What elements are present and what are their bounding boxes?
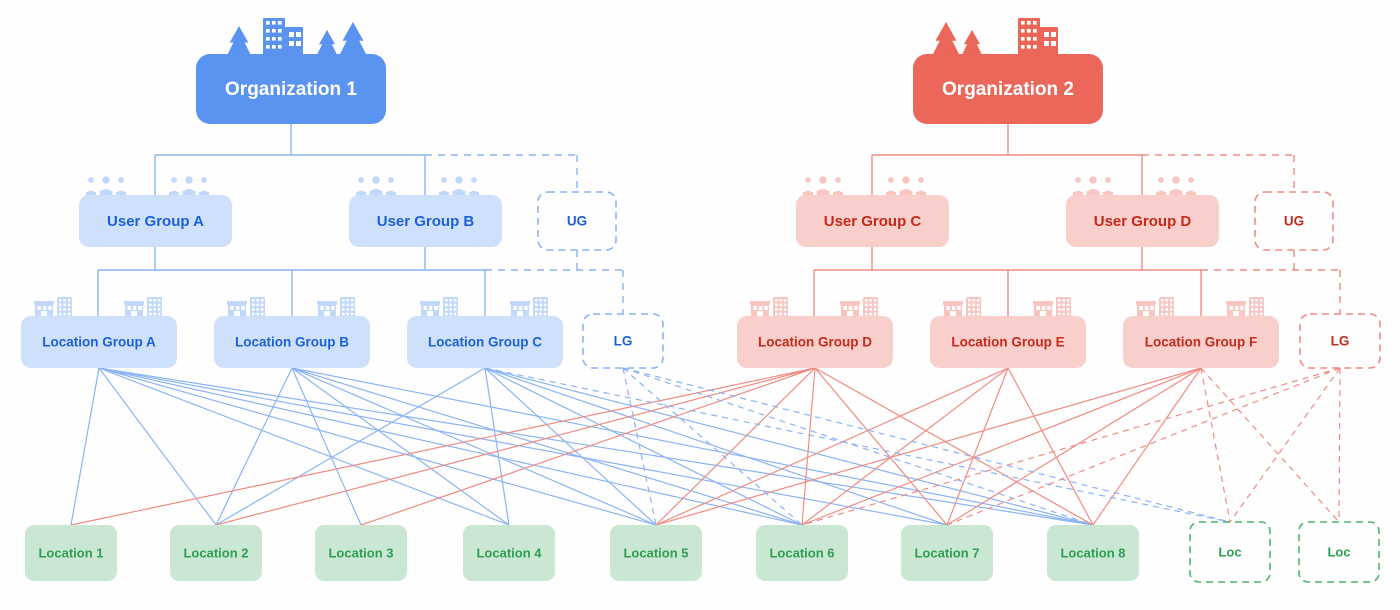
group-placeholder-node[interactable]: LG xyxy=(1299,313,1381,369)
location-node[interactable]: Location 6 xyxy=(756,525,848,581)
tree-edges-layer xyxy=(97,124,1341,316)
people-group-icon xyxy=(86,176,209,197)
buildings-icon xyxy=(943,297,1071,317)
user-group-node[interactable]: User Group A xyxy=(79,176,232,247)
people-group-icon xyxy=(803,176,926,197)
tree-blue xyxy=(97,124,624,316)
user-group-label: User Group C xyxy=(824,213,922,230)
buildings-icon xyxy=(420,297,548,317)
user-group-node[interactable]: User Group C xyxy=(796,176,949,247)
location-label: Location 8 xyxy=(1060,545,1125,560)
nodes-layer: Organization 1 Organization 2 User Group A… xyxy=(21,18,1381,583)
location-group-node[interactable]: Location Group F xyxy=(1123,297,1279,368)
location-node[interactable]: Location 5 xyxy=(610,525,702,581)
people-group-icon xyxy=(1073,176,1196,197)
buildings-icon xyxy=(34,297,162,317)
location-group-node[interactable]: Location Group B xyxy=(214,297,370,368)
location-group-label: Location Group B xyxy=(235,335,349,350)
location-label: Location 1 xyxy=(38,545,103,560)
city-skyline-icon xyxy=(227,18,367,56)
edges xyxy=(70,367,1202,526)
buildings-icon xyxy=(750,297,878,317)
location-group-node[interactable]: Location Group A xyxy=(21,297,177,368)
location-label: Location 6 xyxy=(769,545,834,560)
location-node[interactable]: Location 2 xyxy=(170,525,262,581)
location-node[interactable]: Location 1 xyxy=(25,525,117,581)
group-placeholder-node[interactable]: UG xyxy=(1254,191,1334,251)
user-group-label: User Group B xyxy=(377,213,475,230)
tree-red xyxy=(813,124,1341,316)
location-label: Location 3 xyxy=(328,545,393,560)
group-placeholder-label: LG xyxy=(614,334,633,349)
location-group-node[interactable]: Location Group C xyxy=(407,297,563,368)
location-placeholder-node[interactable]: Loc xyxy=(1298,521,1380,583)
organization-label: Organization 2 xyxy=(942,79,1074,100)
location-group-label: Location Group D xyxy=(758,335,872,350)
buildings-icon xyxy=(1136,297,1264,317)
buildings-icon xyxy=(227,297,355,317)
user-group-label: User Group A xyxy=(107,213,204,230)
organization-node[interactable]: Organization 2 xyxy=(913,18,1103,124)
edges xyxy=(484,367,1231,526)
location-node[interactable]: Location 8 xyxy=(1047,525,1139,581)
group-placeholder-label: UG xyxy=(567,214,587,229)
group-placeholder-node[interactable]: LG xyxy=(582,313,664,369)
location-placeholder-label: Loc xyxy=(1218,544,1241,559)
organization-node[interactable]: Organization 1 xyxy=(196,18,386,124)
location-node[interactable]: Location 3 xyxy=(315,525,407,581)
organization-label: Organization 1 xyxy=(225,79,357,100)
location-label: Location 5 xyxy=(623,545,688,560)
location-placeholder-label: Loc xyxy=(1327,544,1350,559)
user-group-node[interactable]: User Group B xyxy=(349,176,502,247)
location-group-label: Location Group E xyxy=(951,335,1064,350)
user-group-label: User Group D xyxy=(1094,213,1192,230)
location-group-node[interactable]: Location Group E xyxy=(930,297,1086,368)
location-group-label: Location Group C xyxy=(428,335,542,350)
people-group-icon xyxy=(356,176,479,197)
assignment-edges-layer xyxy=(70,367,1341,526)
location-group-label: Location Group A xyxy=(42,335,156,350)
location-label: Location 4 xyxy=(476,545,542,560)
group-placeholder-node[interactable]: UG xyxy=(537,191,617,251)
location-group-node[interactable]: Location Group D xyxy=(737,297,893,368)
edges xyxy=(70,367,1094,526)
location-label: Location 2 xyxy=(183,545,248,560)
location-group-label: Location Group F xyxy=(1145,335,1258,350)
location-node[interactable]: Location 4 xyxy=(463,525,555,581)
location-label: Location 7 xyxy=(914,545,979,560)
location-placeholder-node[interactable]: Loc xyxy=(1189,521,1271,583)
group-placeholder-label: UG xyxy=(1284,214,1304,229)
user-group-node[interactable]: User Group D xyxy=(1066,176,1219,247)
edges xyxy=(801,367,1341,526)
location-node[interactable]: Location 7 xyxy=(901,525,993,581)
group-placeholder-label: LG xyxy=(1331,334,1350,349)
city-skyline-icon xyxy=(932,18,1058,56)
